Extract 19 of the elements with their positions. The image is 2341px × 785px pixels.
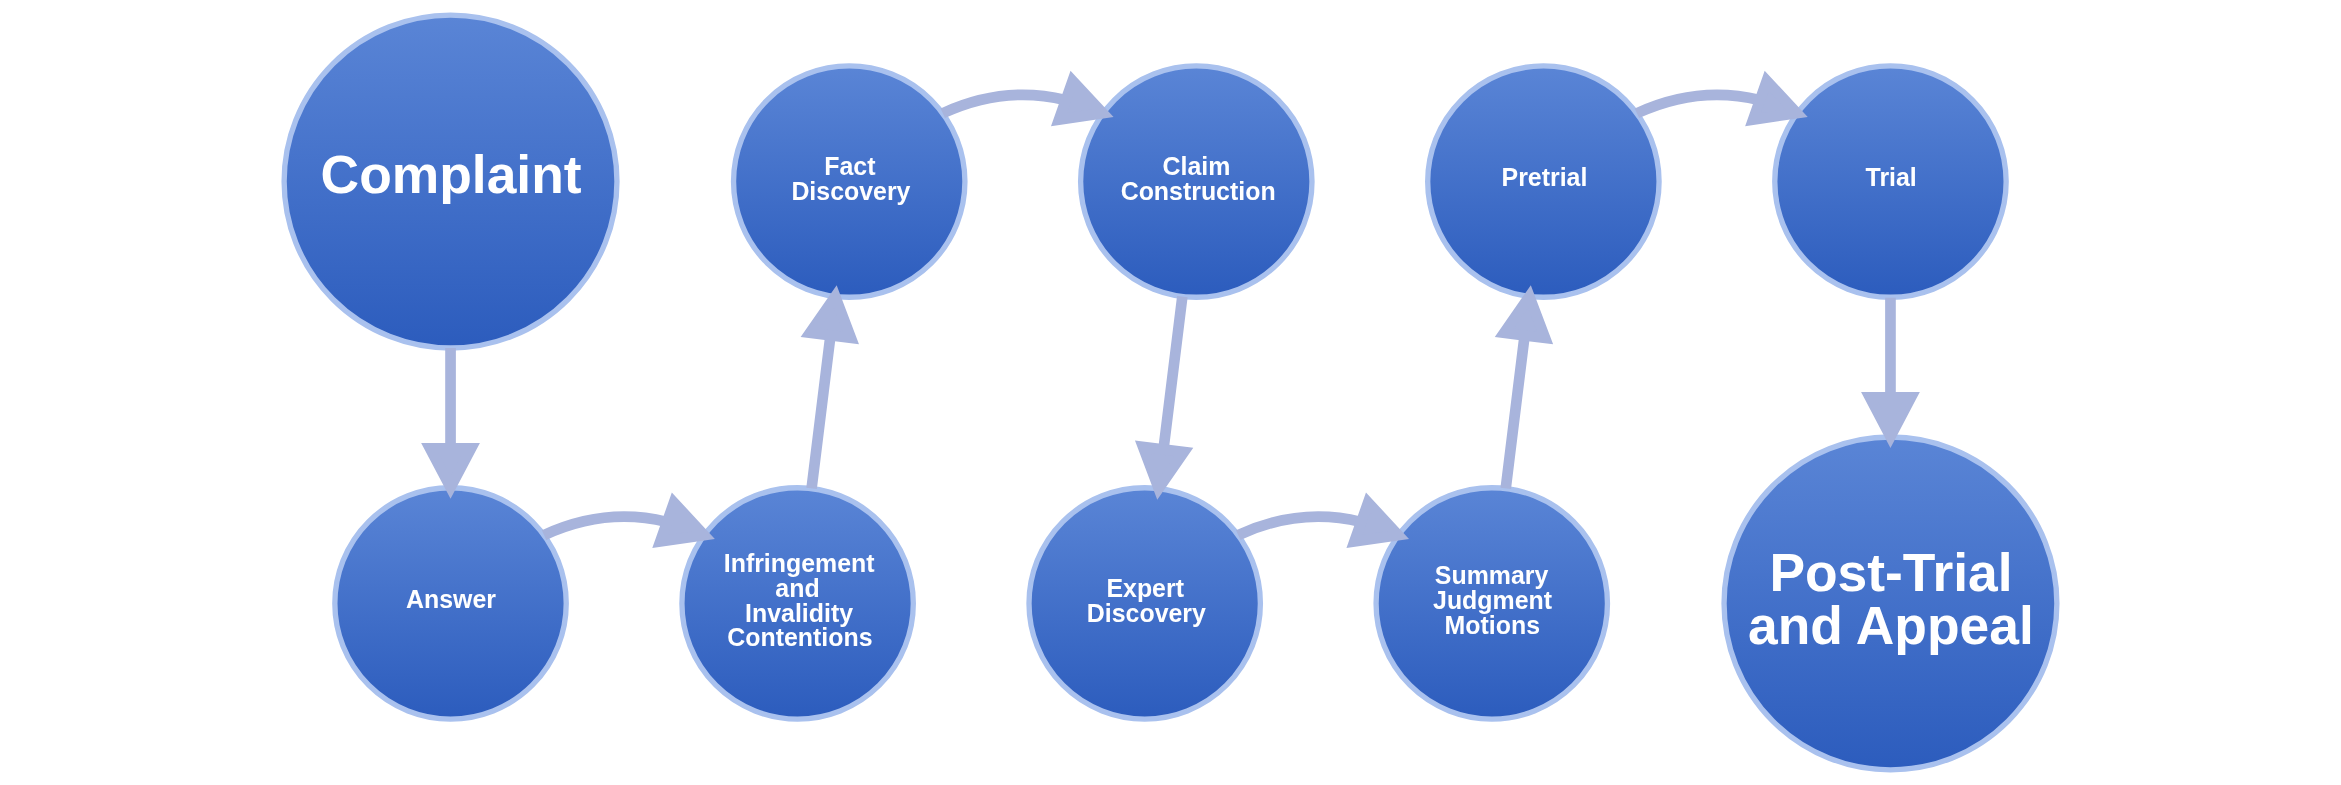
arrow — [541, 492, 715, 548]
node-circle: Claim Construction — [1077, 63, 1315, 300]
node-circle: Complaint — [281, 12, 620, 351]
node-circle: Answer — [332, 485, 569, 722]
arrow — [1634, 70, 1808, 127]
arrow — [940, 70, 1114, 127]
node-circle: Trial — [1772, 63, 2009, 300]
arrow — [1134, 295, 1194, 500]
arrow — [800, 285, 859, 489]
arrow — [421, 348, 480, 499]
arrow — [1236, 492, 1409, 548]
node-circle: Summary Judgment Motions — [1373, 485, 1611, 722]
node-circle: Expert Discovery — [1026, 485, 1264, 722]
arrow — [1494, 285, 1554, 489]
arrow — [1861, 297, 1920, 448]
node-circle: Fact Discovery — [730, 63, 968, 300]
node-circle: Post-Trial and Appeal — [1721, 434, 2060, 773]
node-circle: Pretrial — [1425, 63, 1662, 300]
node-circle: Infringement and Invalidity Contentions — [679, 485, 916, 722]
